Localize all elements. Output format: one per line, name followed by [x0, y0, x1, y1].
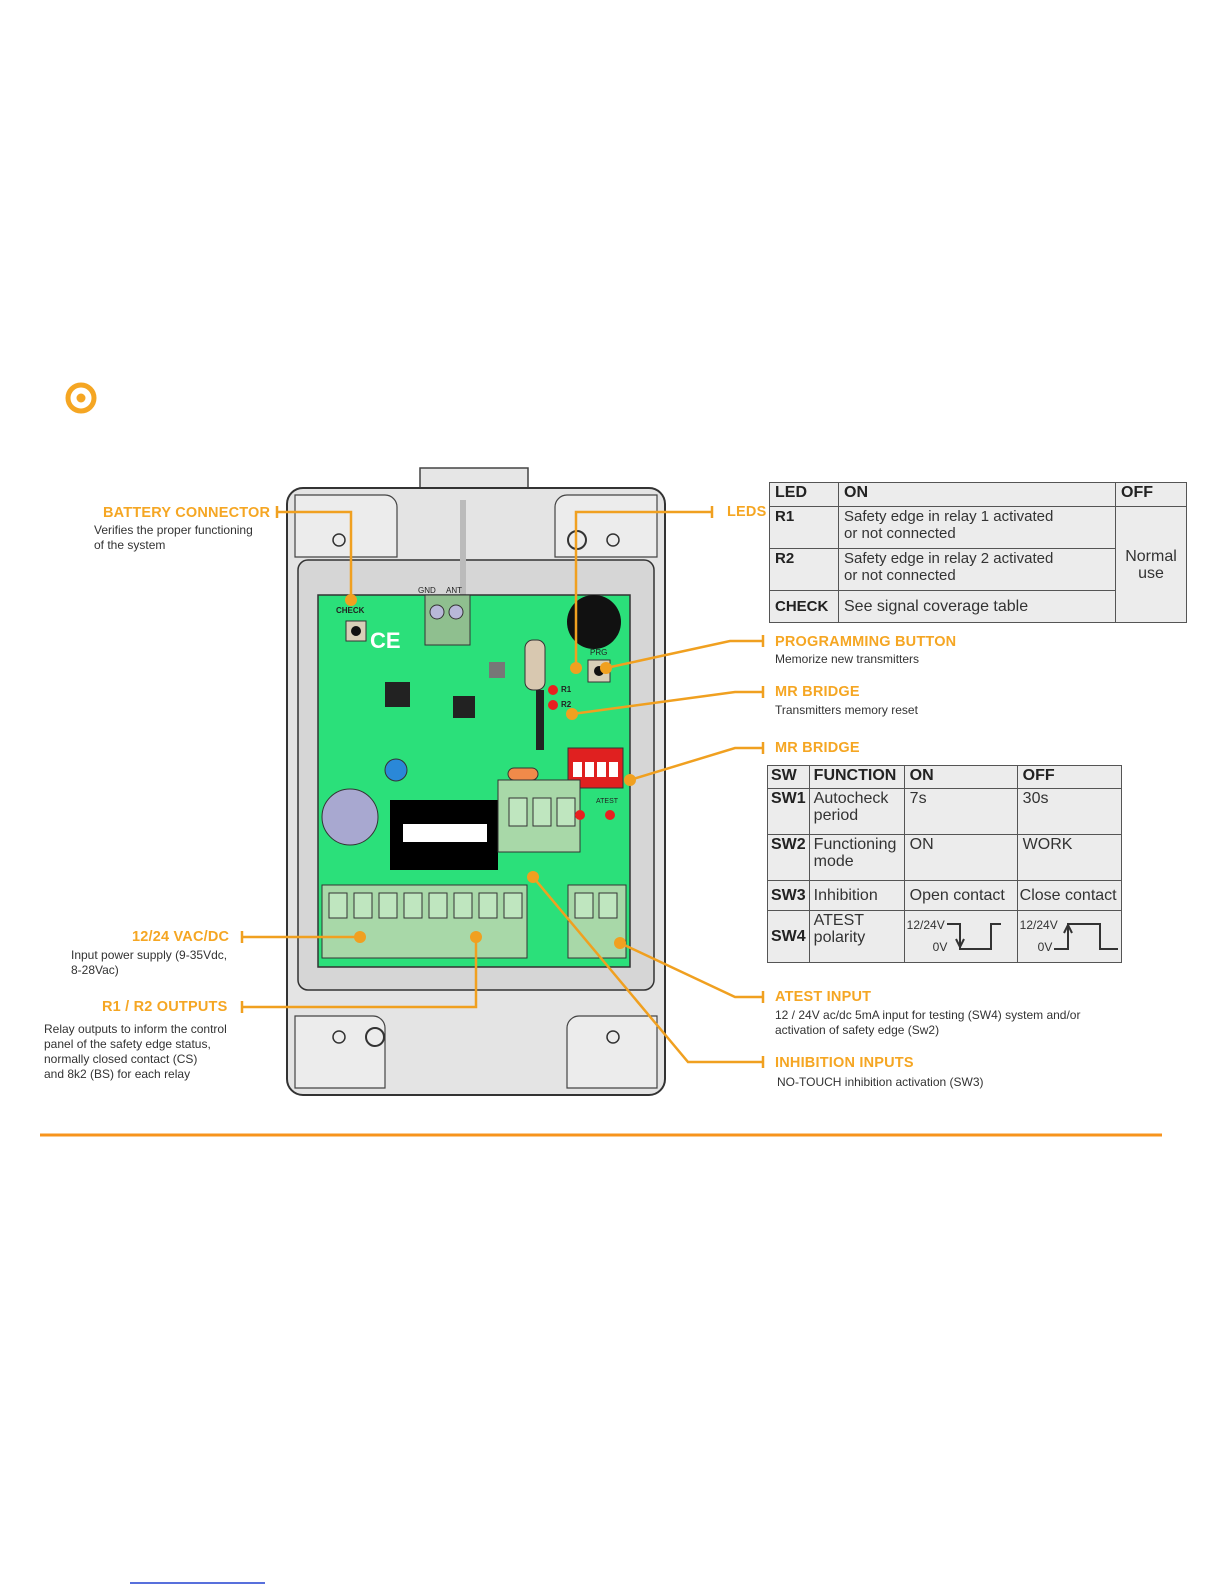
cell-line: polarity — [813, 929, 866, 946]
table-header-row: LED ON OFF — [769, 482, 1187, 507]
desc-line: normally closed contact (CS) — [44, 1052, 198, 1066]
programming-button-desc: Memorize new transmitters — [775, 652, 920, 666]
cell-line: period — [813, 807, 859, 824]
pcb — [317, 594, 631, 968]
desc-line: 8-28Vac) — [71, 963, 119, 977]
on-cell: 12/24V 0V — [903, 910, 1018, 963]
header-cell: SW — [767, 765, 810, 789]
target-ring-center — [76, 393, 86, 403]
signal-low-label: 0V — [932, 940, 948, 954]
power-title: 12/24 VAC/DC — [132, 929, 230, 945]
cell-line: Normal — [1125, 547, 1177, 565]
cell-line: or not connected — [844, 525, 956, 542]
power-desc: Input power supply (9-35Vdc, 8-28Vac) — [71, 948, 227, 978]
on-cell: Open contact — [903, 880, 1018, 911]
board-label-gnd: GND — [418, 586, 436, 595]
sw-cell: SW3 — [767, 880, 810, 911]
desc-line: 12 / 24V ac/dc 5mA input for testing (SW… — [775, 1008, 1081, 1022]
board-label-atest: ATEST — [596, 798, 619, 805]
cell-line: ATEST — [813, 912, 865, 929]
header-cell: OFF — [1115, 482, 1187, 507]
header-cell: OFF — [1016, 765, 1123, 789]
cell-line: Safety edge in relay 1 activated — [844, 508, 1054, 525]
off-cell: 12/24V 0V — [1016, 910, 1123, 963]
desc-line: Verifies the proper functioning — [94, 523, 253, 537]
off-cell: 30s — [1016, 788, 1123, 835]
led-cell: R1 — [769, 506, 839, 549]
cell-line: Autocheck — [813, 790, 889, 807]
cell-line: Functioning — [813, 836, 897, 853]
ce-mark: CE — [370, 628, 401, 653]
battery-connector-title: BATTERY CONNECTOR — [103, 505, 271, 521]
cell-line: mode — [813, 853, 854, 870]
battery-connector-desc: Verifies the proper functioning of the s… — [94, 523, 253, 553]
function-cell: Inhibition — [808, 880, 905, 911]
signal-high-label: 12/24V — [1019, 918, 1058, 932]
inhibition-inputs-desc: NO-TOUCH inhibition activation (SW3) — [777, 1075, 984, 1089]
led-cell: CHECK — [769, 590, 839, 623]
desc-line: panel of the safety edge status, — [44, 1037, 211, 1051]
board-label-prg: PRG — [590, 648, 608, 657]
cell-line: Safety edge in relay 2 activated — [844, 550, 1054, 567]
buzzer — [567, 595, 621, 649]
cell-line: or not connected — [844, 567, 956, 584]
sw-cell: SW2 — [767, 834, 810, 881]
sw-cell: SW4 — [767, 910, 810, 963]
on-cell: See signal coverage table — [838, 590, 1116, 623]
led-cell: R2 — [769, 548, 839, 591]
desc-line: of the system — [94, 538, 166, 552]
header-cell: ON — [838, 482, 1116, 507]
off-cell: WORK — [1016, 834, 1123, 881]
table-row: SW3 Inhibition Open contact Close contac… — [767, 880, 1123, 911]
atest-input-desc: 12 / 24V ac/dc 5mA input for testing (SW… — [775, 1008, 1080, 1038]
header-cell: LED — [769, 482, 839, 507]
board-label-ant: ANT — [446, 586, 462, 595]
desc-line: and 8k2 (BS) for each relay — [44, 1067, 191, 1081]
on-cell: ON — [903, 834, 1018, 881]
inhibition-inputs-title: INHIBITION INPUTS — [775, 1055, 914, 1071]
board-label-check: CHECK — [336, 606, 365, 615]
cell-line: use — [1138, 564, 1164, 582]
desc-line: Input power supply (9-35Vdc, — [71, 948, 228, 962]
leds-title: LEDS — [727, 504, 767, 520]
signal-high-label: 12/24V — [906, 918, 945, 932]
desc-line: activation of safety edge (Sw2) — [775, 1023, 940, 1037]
led-table: LED ON OFF R1 Safety edge in relay 1 act… — [769, 482, 1187, 623]
leader-lines — [240, 506, 765, 1068]
atest-input-title: ATEST INPUT — [775, 989, 872, 1005]
mr-bridge-title: MR BRIDGE — [775, 684, 860, 700]
rising-edge-waveform-icon — [1053, 922, 1118, 950]
dip-switch-title: MR BRIDGE — [775, 740, 860, 756]
programming-button-title: PROGRAMMING BUTTON — [775, 634, 957, 650]
sw-cell: SW1 — [767, 788, 810, 835]
mr-bridge-desc: Transmitters memory reset — [775, 703, 918, 717]
signal-low-label: 0V — [1037, 940, 1053, 954]
table-row: CHECK See signal coverage table — [769, 590, 1187, 623]
board-label-r1: R1 — [561, 685, 572, 694]
on-cell: 7s — [903, 788, 1018, 835]
table-header-row: SW FUNCTION ON OFF — [767, 765, 1123, 789]
off-cell: Close contact — [1016, 880, 1123, 911]
outputs-title: R1 / R2 OUTPUTS — [102, 999, 228, 1015]
header-cell: FUNCTION — [808, 765, 905, 789]
target-ring-icon — [65, 382, 97, 414]
outputs-desc: Relay outputs to inform the control pane… — [44, 1022, 227, 1082]
falling-edge-waveform-icon — [946, 923, 1001, 950]
board-label-r2: R2 — [561, 700, 572, 709]
leader-dots — [345, 594, 636, 949]
desc-line: Relay outputs to inform the control — [44, 1022, 227, 1036]
header-cell: ON — [903, 765, 1018, 789]
